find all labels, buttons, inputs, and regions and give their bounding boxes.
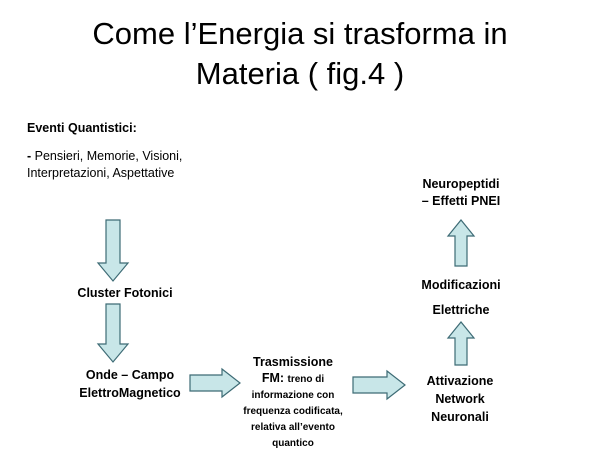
attiv-line-3: Neuronali bbox=[431, 410, 489, 424]
onde-line-2: ElettroMagnetico bbox=[79, 386, 181, 400]
trasm-detail: treno di informazione con frequenza codi… bbox=[243, 374, 343, 449]
eventi-items: Pensieri, Memorie, Visioni, Interpretazi… bbox=[27, 149, 183, 180]
title-line-2: Materia ( fig.4 ) bbox=[195, 56, 405, 91]
onde-label: Onde – Campo ElettroMagnetico bbox=[55, 366, 205, 402]
modificazioni-label: Modificazioni Elettriche bbox=[400, 277, 522, 319]
eventi-list: - Pensieri, Memorie, Visioni, Interpreta… bbox=[27, 148, 207, 182]
trasmissione-label: Trasmissione FM: treno di informazione c… bbox=[233, 354, 353, 450]
arrow-group bbox=[96, 219, 476, 401]
modif-line-1: Modificazioni bbox=[421, 278, 501, 292]
onde-line-1: Onde – Campo bbox=[85, 368, 175, 382]
arrow-down-icon bbox=[96, 303, 130, 363]
slide-title: Come l’Energia si trasforma in Materia (… bbox=[0, 14, 600, 94]
modif-line-2: Elettriche bbox=[432, 303, 490, 317]
cluster-fotonici-label: Cluster Fotonici bbox=[77, 286, 173, 300]
neuro-line-2: – Effetti PNEI bbox=[421, 194, 501, 208]
arrow-up-icon bbox=[446, 219, 476, 267]
arrow-down-icon bbox=[96, 219, 130, 282]
neuro-line-1: Neuropeptidi bbox=[422, 177, 500, 191]
trasm-line-1: Trasmissione bbox=[253, 355, 333, 369]
attivazione-label: Attivazione Network Neuronali bbox=[400, 372, 520, 426]
trasm-fm: FM: bbox=[261, 371, 285, 385]
arrow-right-icon bbox=[189, 367, 241, 399]
eventi-heading: Eventi Quantistici: bbox=[27, 121, 137, 135]
arrow-up-icon bbox=[446, 321, 476, 366]
arrow-right-icon bbox=[352, 369, 406, 401]
attiv-line-1: Attivazione bbox=[426, 374, 494, 388]
eventi-bullet: - bbox=[27, 149, 35, 163]
title-line-1: Come l’Energia si trasforma in bbox=[92, 16, 508, 51]
neuropeptidi-label: Neuropeptidi – Effetti PNEI bbox=[400, 176, 522, 210]
attiv-line-2: Network bbox=[435, 392, 485, 406]
